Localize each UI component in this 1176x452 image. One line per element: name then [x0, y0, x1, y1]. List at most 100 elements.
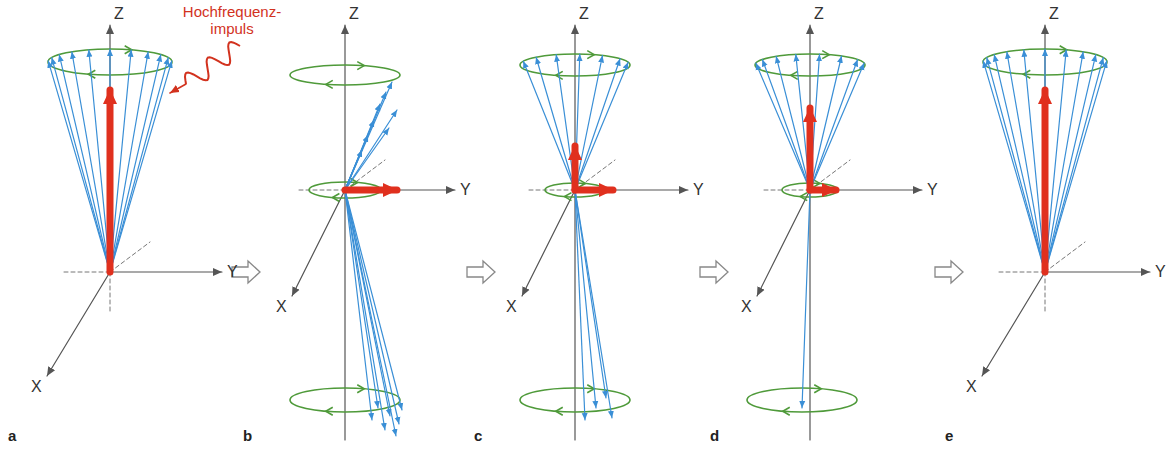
axis-label: Z — [114, 5, 124, 23]
y-axis — [110, 271, 222, 272]
x-axis — [47, 272, 110, 376]
y-axis-negative — [297, 190, 345, 191]
spin-vector — [1045, 55, 1096, 272]
x-axis — [522, 190, 575, 296]
spin-vector — [523, 61, 575, 190]
sequence-arrow — [467, 261, 495, 283]
spin-vector — [110, 55, 161, 272]
axis-label: X — [31, 378, 42, 396]
y-axis-negative — [62, 272, 110, 273]
spin-vector — [536, 57, 575, 190]
y-axis — [810, 189, 922, 190]
axis-label: X — [741, 298, 752, 316]
precession-ellipse — [520, 388, 630, 412]
y-axis — [575, 189, 688, 190]
axis-label: X — [966, 378, 977, 396]
magnetization-vector — [1042, 90, 1049, 272]
axis-label: Z — [349, 5, 359, 23]
z-axis-negative — [110, 272, 111, 312]
panel-letter: d — [710, 428, 719, 445]
spin-vector — [345, 190, 399, 424]
spin-vector — [810, 60, 858, 191]
axis-label: Y — [927, 181, 938, 199]
magnetization-vector — [572, 146, 579, 190]
spin-vector — [810, 63, 864, 190]
spin-vector — [1045, 61, 1107, 272]
precession-arrow — [822, 51, 829, 59]
magnetization-vector — [107, 90, 114, 272]
y-axis — [1045, 271, 1150, 272]
precession-arrow — [814, 385, 821, 393]
x-axis — [757, 190, 810, 296]
spin-vector — [987, 58, 1045, 272]
spin-vector — [72, 52, 110, 272]
z-axis — [809, 25, 810, 190]
precession-arrow — [579, 179, 586, 187]
spin-vector — [802, 190, 810, 408]
z-axis — [574, 25, 575, 190]
precession-arrow — [565, 193, 572, 201]
magnetization-vector — [575, 187, 613, 194]
spin-vector — [556, 55, 575, 190]
sequence-arrow — [700, 261, 728, 283]
precession-arrow — [587, 51, 594, 59]
x-axis — [292, 190, 345, 296]
precession-ellipse — [755, 54, 865, 76]
spin-vector — [345, 190, 385, 430]
axis-label: X — [506, 298, 517, 316]
axis-label: Y — [227, 263, 238, 281]
spin-vector — [575, 59, 620, 190]
spin-vector — [1045, 50, 1066, 272]
spin-vector — [810, 56, 842, 190]
magnetization-vector — [810, 187, 836, 194]
spin-vector — [89, 50, 110, 272]
axis-label: Z — [814, 5, 824, 23]
precession-arrow — [800, 193, 807, 201]
spin-vector — [345, 82, 392, 190]
rf-arrow — [170, 84, 186, 93]
spin-vector — [796, 54, 810, 190]
y-axis — [345, 189, 455, 190]
precession-ellipse — [290, 388, 400, 412]
y-axis-negative — [997, 272, 1045, 273]
z-axis — [109, 25, 110, 272]
precession-arrow — [783, 407, 790, 415]
z-axis — [344, 25, 345, 190]
spin-vector — [59, 55, 110, 272]
spin-vector — [345, 128, 389, 190]
sequence-arrow — [935, 261, 963, 283]
panel-letter: a — [8, 428, 16, 445]
spin-vector — [109, 49, 110, 272]
precession-arrow — [587, 385, 594, 393]
precession-arrow — [357, 385, 364, 393]
axis-label: Y — [1155, 263, 1166, 281]
spin-vector — [345, 190, 396, 436]
spin-vector — [1045, 58, 1103, 272]
x-axis — [982, 272, 1045, 376]
axis-label: Z — [1049, 5, 1059, 23]
precession-arrow — [357, 62, 364, 70]
axis-label: Y — [693, 181, 704, 199]
spin-vector — [1007, 52, 1045, 272]
spin-vector — [52, 58, 110, 272]
axis-label: Y — [460, 181, 471, 199]
spin-vector — [345, 110, 397, 190]
axis-label: X — [276, 298, 287, 316]
spin-vector — [575, 190, 612, 418]
rf-pulse-label: Hochfrequenz- impuls — [176, 4, 288, 37]
axis-label: Z — [579, 5, 589, 23]
precession-arrow — [326, 80, 333, 88]
spin-vector — [1024, 50, 1045, 272]
z-axis — [809, 190, 810, 440]
spin-vector — [776, 56, 810, 190]
spin-vector — [575, 62, 628, 190]
spin-vector — [110, 61, 172, 272]
precession-arrow — [556, 407, 563, 415]
z-axis — [344, 190, 345, 440]
spin-vector — [345, 190, 402, 410]
z-axis-negative — [1045, 272, 1046, 312]
spin-vector — [994, 55, 1045, 272]
panel-letter: c — [474, 428, 482, 445]
